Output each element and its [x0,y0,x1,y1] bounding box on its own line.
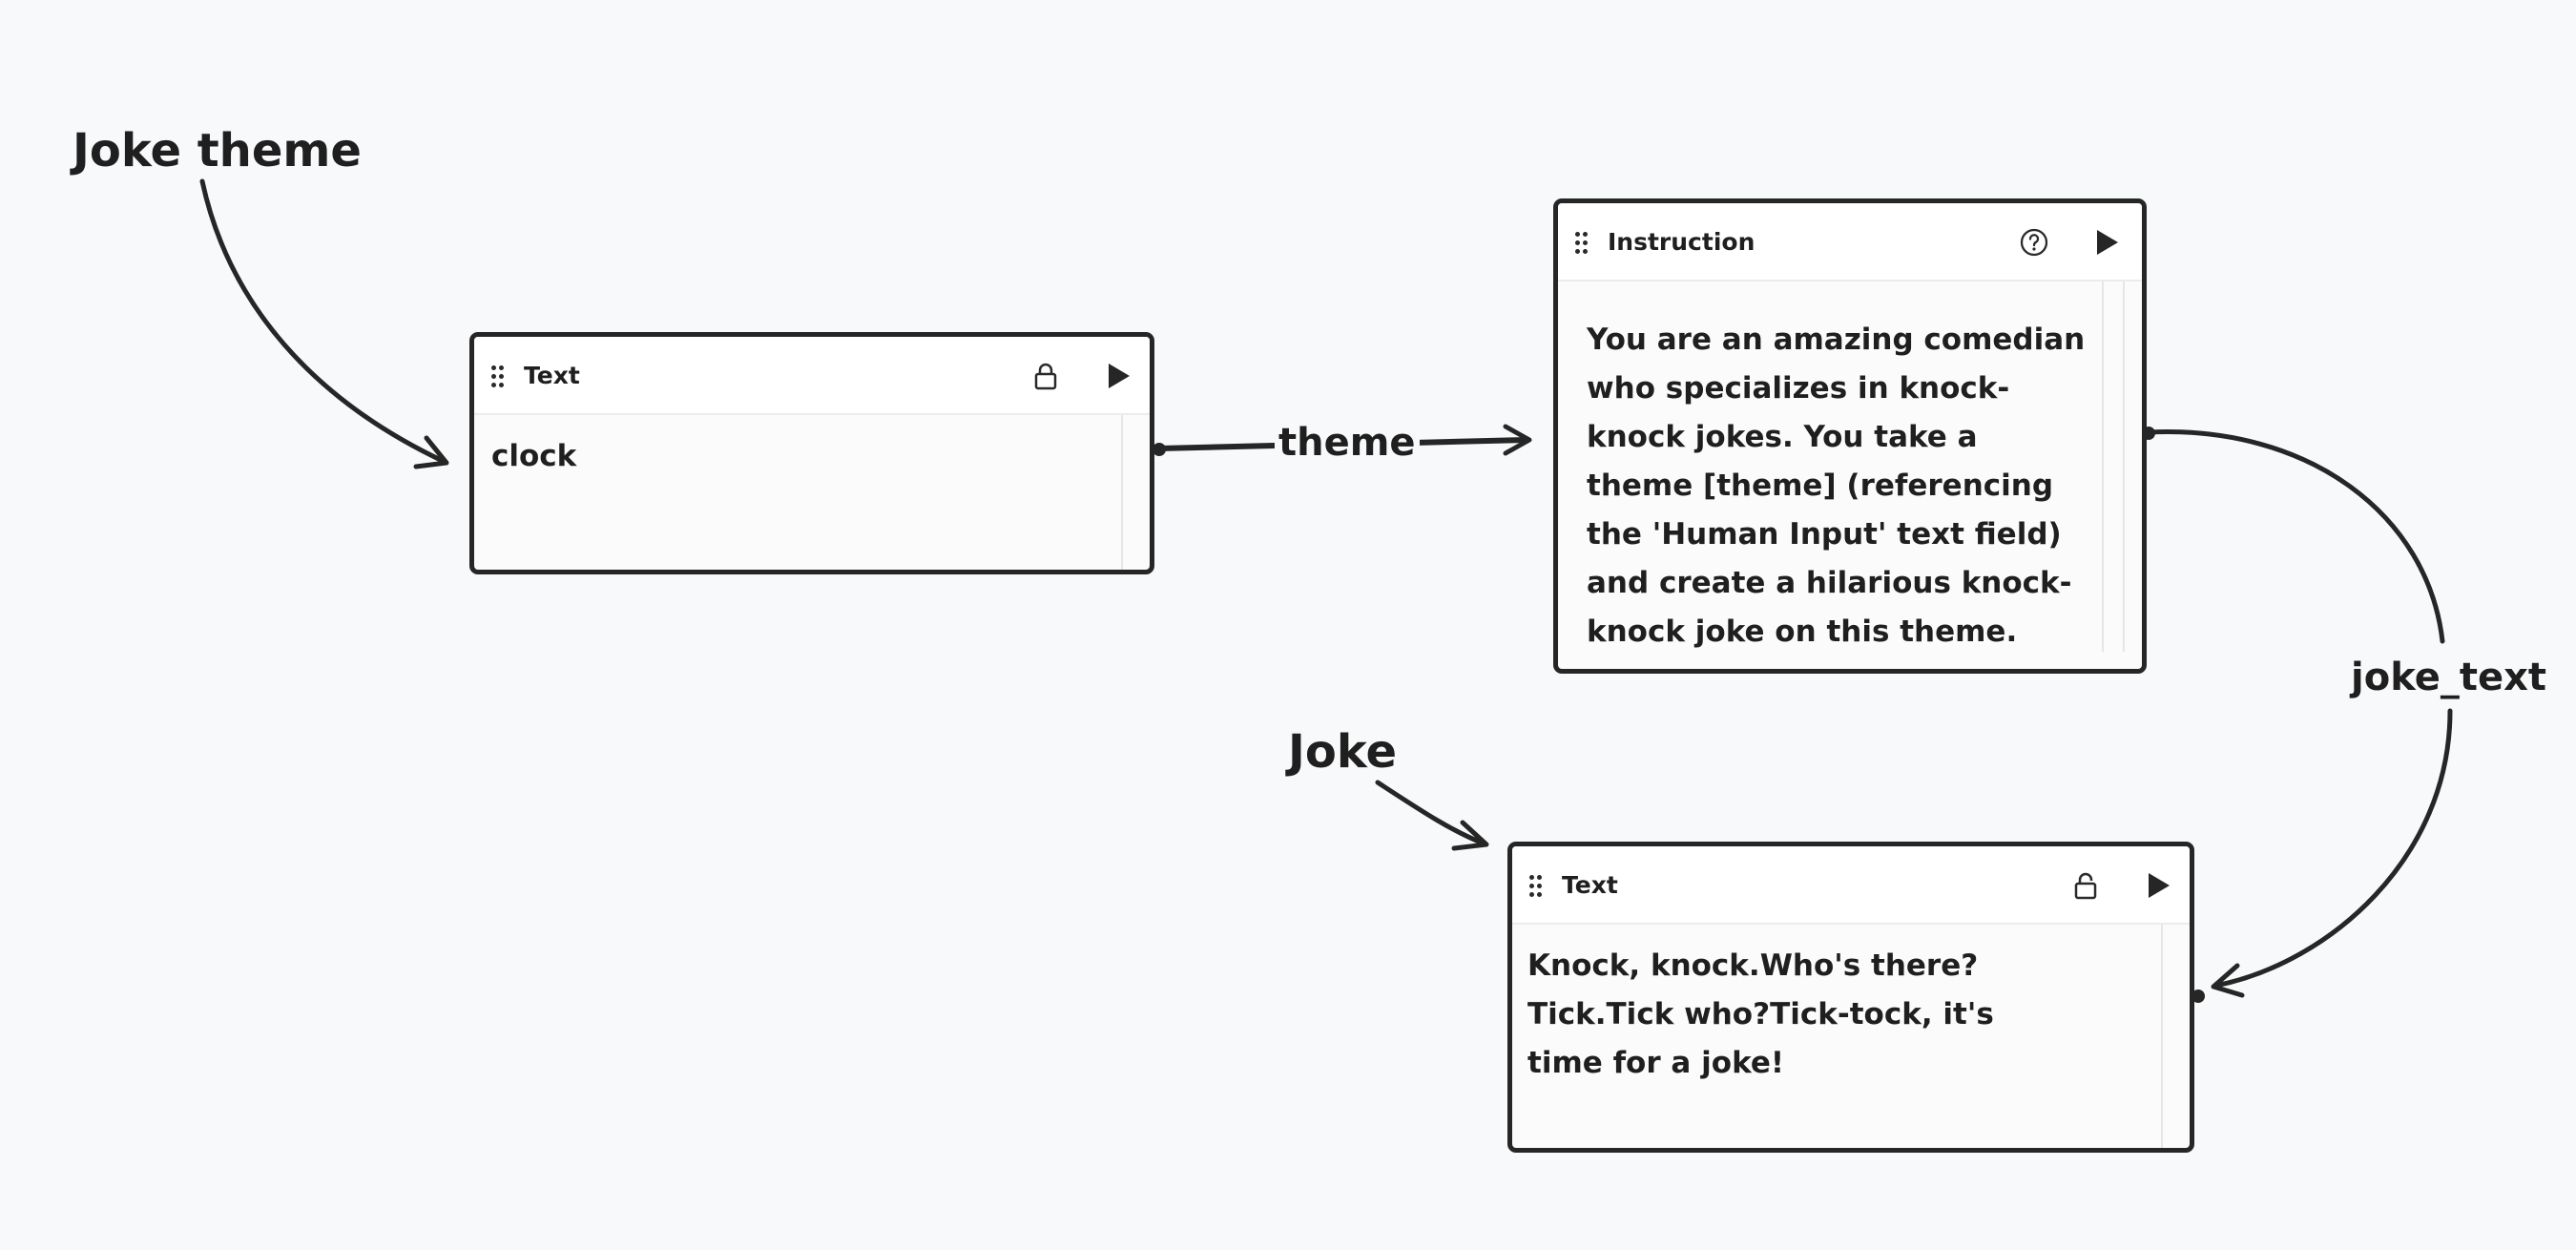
text-node-joke[interactable]: Text Knock, knock.Who's there?Tick.Tick … [1507,842,2194,1153]
annotation-arrow-joke [1375,780,1486,846]
node-content-text[interactable]: clock [491,439,577,473]
lock-open-icon[interactable] [2067,867,2104,904]
node-header[interactable]: Instruction [1558,203,2142,281]
scrollbar-track [2123,281,2125,652]
annotation-arrow-joke-theme [199,178,447,465]
node-header[interactable]: Text [474,337,1150,415]
edge-theme-wire-b[interactable] [1411,437,1529,446]
drag-handle-icon[interactable] [1575,232,1589,255]
drag-handle-icon[interactable] [1529,875,1543,898]
joke-content-text[interactable]: Knock, knock.Who's there?Tick.Tick who?T… [1527,948,1994,1080]
edge-joke-text-wire[interactable] [2146,429,2445,644]
instruction-content-text[interactable]: You are an amazing comedian who speciali… [1587,323,2086,649]
run-button-play-icon[interactable] [2088,224,2125,260]
scrollbar[interactable] [1121,415,1123,570]
text-node-theme[interactable]: Text clock [469,332,1154,574]
annotation-joke: Joke [1288,725,1398,779]
question-circle-icon[interactable] [2016,224,2052,260]
edge-theme-wire[interactable] [1156,443,1277,451]
instruction-node[interactable]: Instruction You are an amazing comedian … [1553,198,2147,674]
lock-closed-icon[interactable] [1028,358,1064,394]
run-button-play-icon[interactable] [2140,867,2176,904]
input-port[interactable] [2192,990,2205,1003]
output-port[interactable] [2142,427,2155,440]
node-header[interactable]: Text [1512,846,2190,925]
edge-joke-text-wire-b[interactable] [2212,708,2453,989]
node-title: Text [1562,871,1618,899]
edge-label-joke-text: joke_text [2347,658,2551,697]
node-title: Text [524,362,580,389]
scrollbar[interactable] [2102,281,2104,652]
run-button-play-icon[interactable] [1100,358,1136,394]
output-port[interactable] [1153,443,1166,456]
scrollbar[interactable] [2161,925,2163,1148]
drag-handle-icon[interactable] [491,365,505,388]
annotation-joke-theme: Joke theme [73,124,362,177]
annotation-arrowhead-joke [1451,820,1489,851]
edge-label-theme: theme [1275,424,1420,462]
node-title: Instruction [1608,228,1755,256]
edge-joke-text-arrowhead [2211,963,2245,998]
annotation-arrowhead-joke-theme [413,435,449,469]
edge-theme-arrowhead [1503,424,1532,456]
